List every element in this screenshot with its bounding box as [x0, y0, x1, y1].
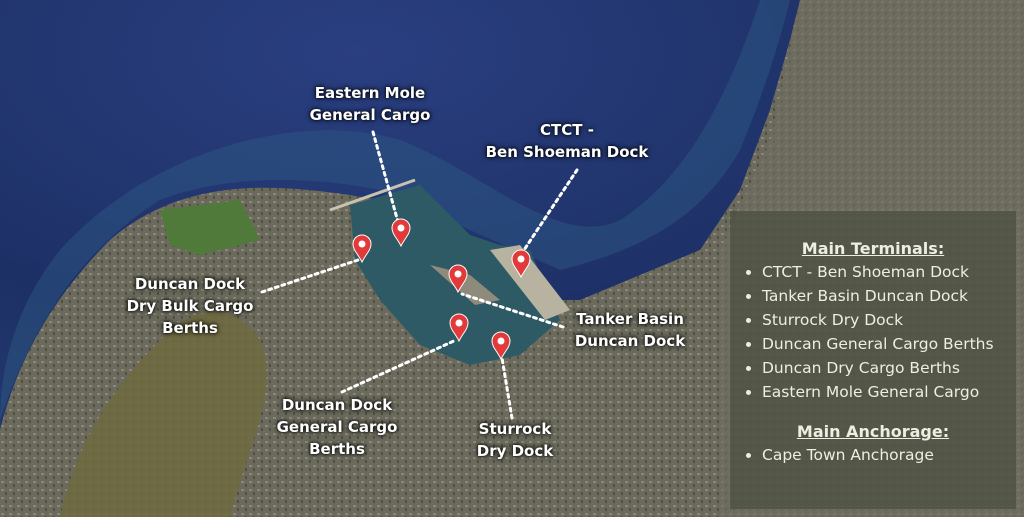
label-line: Ben Shoeman Dock: [485, 143, 649, 161]
leader-lines: [260, 130, 579, 420]
leader-line-eastern-mole: [371, 130, 400, 224]
label-line: CTCT -: [540, 121, 594, 139]
legend-panel: Main Terminals: CTCT - Ben Shoeman Dock …: [730, 211, 1016, 509]
mole: [430, 265, 500, 305]
markers: [352, 218, 531, 361]
map-pin-icon[interactable]: [449, 313, 469, 343]
label-line: General Cargo: [276, 418, 398, 436]
leader-line-ctct: [522, 168, 579, 252]
label-line: General Cargo: [309, 106, 431, 124]
breakwater: [329, 178, 416, 212]
list-item: Tanker Basin Duncan Dock: [762, 284, 1016, 308]
label-line: Duncan Dock: [134, 275, 246, 293]
leader-line-duncan-dry-bulk: [260, 258, 360, 294]
label-tanker-basin: Tanker Basin Duncan Dock: [575, 308, 685, 352]
green-area: [160, 200, 260, 255]
list-item: Duncan General Cargo Berths: [762, 332, 1016, 356]
label-line: Sturrock: [478, 420, 552, 438]
label-duncan-dry-bulk: Duncan Dock Dry Bulk Cargo Berths: [127, 273, 254, 339]
list-item: Cape Town Anchorage: [762, 443, 1016, 467]
label-eastern-mole: Eastern Mole General Cargo: [310, 82, 431, 126]
label-line: Duncan Dock: [574, 332, 686, 350]
leader-line-tanker-basin: [460, 292, 565, 329]
label-line: Dry Dock: [476, 442, 554, 460]
label-line: Tanker Basin: [576, 310, 684, 328]
anchorage-list: Cape Town Anchorage: [730, 443, 1016, 467]
label-line: Duncan Dock: [281, 396, 393, 414]
label-line: Eastern Mole: [314, 84, 426, 102]
legend-anchorage-title: Main Anchorage:: [796, 422, 950, 441]
label-line: Berths: [309, 440, 365, 458]
list-item: Sturrock Dry Dock: [762, 308, 1016, 332]
terminals-list: CTCT - Ben Shoeman Dock Tanker Basin Dun…: [730, 260, 1016, 404]
label-sturrock: Sturrock Dry Dock: [477, 418, 553, 462]
map-pin-icon[interactable]: [391, 218, 411, 248]
leader-line-duncan-general: [340, 338, 458, 394]
ctct-quay: [490, 245, 570, 320]
list-item: Duncan Dry Cargo Berths: [762, 356, 1016, 380]
table-mountain-slopes: [60, 311, 267, 517]
map-pin-icon[interactable]: [511, 249, 531, 279]
label-line: Berths: [162, 319, 218, 337]
map-pin-icon[interactable]: [491, 331, 511, 361]
leader-line-sturrock: [500, 356, 514, 420]
map-pin-icon[interactable]: [352, 234, 372, 264]
list-item: CTCT - Ben Shoeman Dock: [762, 260, 1016, 284]
label-line: Dry Bulk Cargo: [126, 297, 254, 315]
legend-terminals-title: Main Terminals:: [801, 239, 945, 258]
list-item: Eastern Mole General Cargo: [762, 380, 1016, 404]
map-pin-icon[interactable]: [448, 264, 468, 294]
label-ctct: CTCT - Ben Shoeman Dock: [486, 119, 649, 163]
label-duncan-general: Duncan Dock General Cargo Berths: [277, 394, 398, 460]
